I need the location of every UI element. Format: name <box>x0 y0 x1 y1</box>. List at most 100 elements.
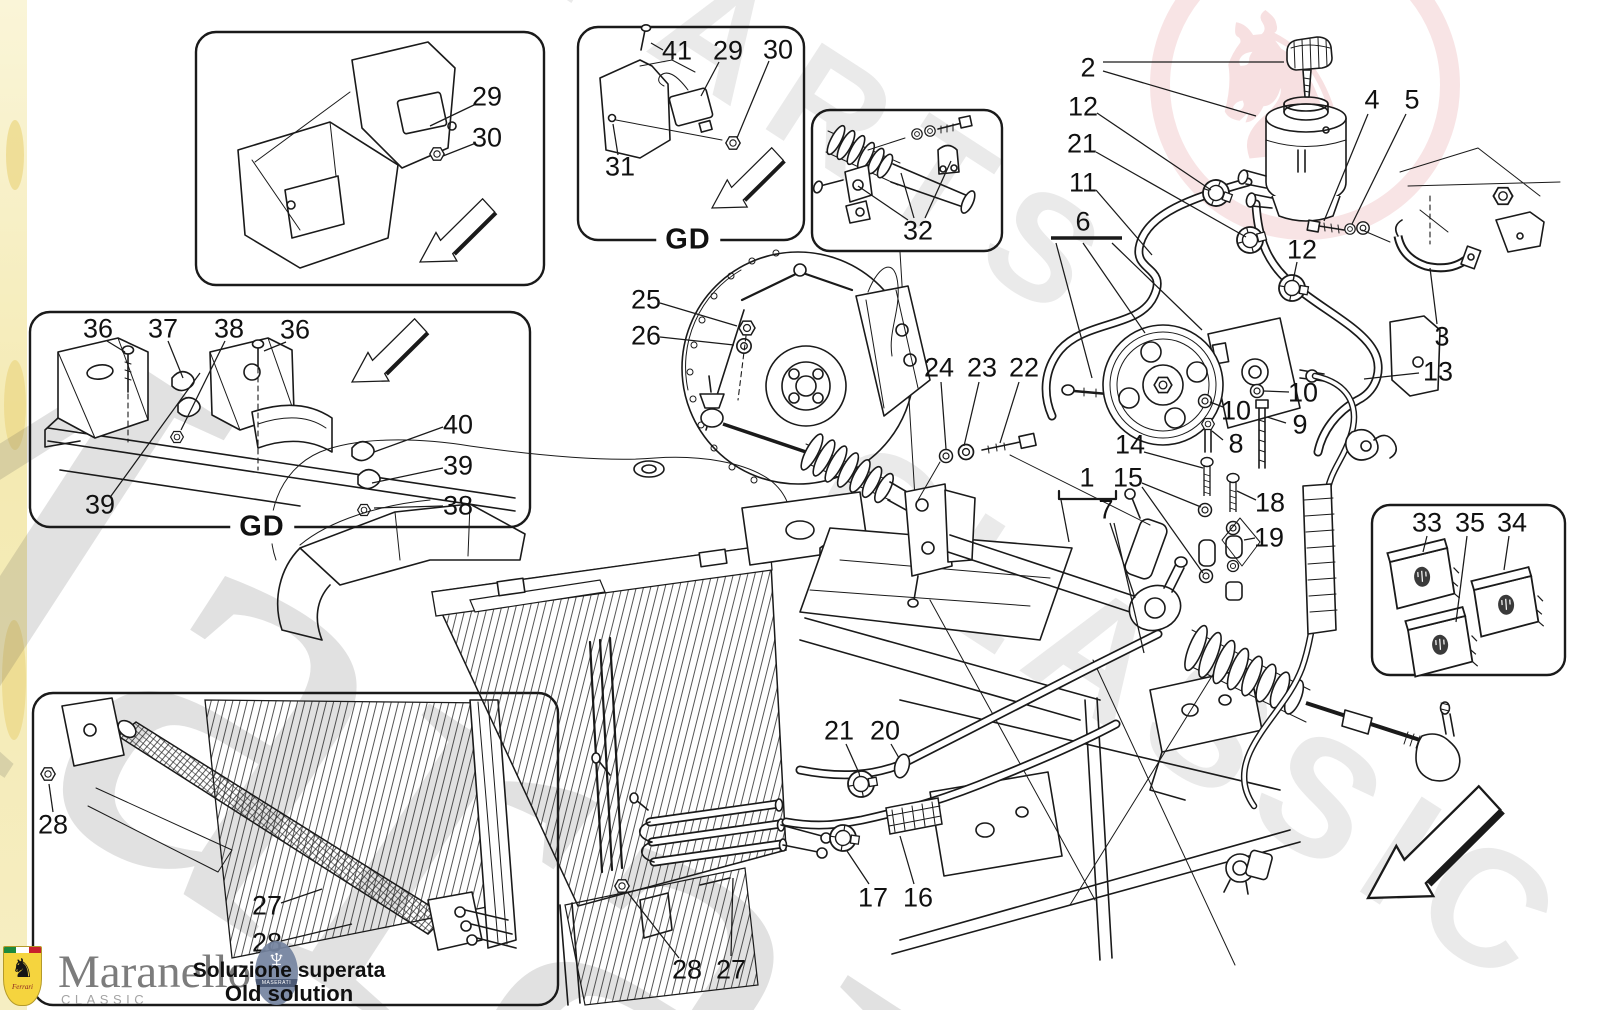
leader-line-16 <box>899 835 915 885</box>
part-callout-25: 25 <box>630 284 662 315</box>
part-callout-16: 16 <box>902 882 934 913</box>
leader-line-33 <box>1422 535 1428 553</box>
part-callout-27: 27 <box>251 890 283 921</box>
part-callout-38: 38 <box>442 490 474 521</box>
part-callout-30: 30 <box>471 122 503 153</box>
part-callout-31: 31 <box>604 151 636 182</box>
pump-hardware-column <box>1197 383 1269 601</box>
tie-rod-hardware <box>736 320 1151 526</box>
part-callout-9: 9 <box>1292 409 1308 440</box>
leader-line-26 <box>659 336 735 346</box>
part-callout-33: 33 <box>1411 507 1443 538</box>
reservoir-bracket-hardware <box>1306 147 1561 273</box>
leader-line-29 <box>429 103 477 127</box>
leader-line-12 <box>1292 261 1298 282</box>
part-callout-6: 6 <box>1075 206 1091 237</box>
leader-line-7 <box>1113 522 1145 654</box>
leader-line-36 <box>106 340 126 353</box>
leader-line-21 <box>1095 151 1247 238</box>
leader-line-32 <box>857 185 909 221</box>
leader-line-2 <box>1102 70 1257 117</box>
leader-line-12 <box>1096 112 1212 191</box>
maserati-badge-label: MASERATI <box>255 979 298 987</box>
leader-line-9 <box>1266 416 1287 424</box>
part-callout-18: 18 <box>1254 487 1286 518</box>
inset-box-gd-left <box>28 310 532 529</box>
trident-icon: ♆ <box>265 944 288 977</box>
part-callout-14: 14 <box>1114 429 1146 460</box>
part-callout-30: 30 <box>762 34 794 65</box>
leader-line-30 <box>442 142 477 157</box>
part-callout-15: 15 <box>1112 462 1144 493</box>
part-callout-37: 37 <box>147 313 179 344</box>
leader-line-28 <box>280 923 353 942</box>
italian-stripes <box>4 947 41 953</box>
leader-line-19 <box>1243 537 1256 541</box>
group-label-gd-top: GD <box>656 223 720 257</box>
part-callout-39: 39 <box>84 489 116 520</box>
part-callout-29: 29 <box>471 81 503 112</box>
leader-line-24 <box>940 381 947 450</box>
leader-line-6 <box>1111 242 1203 331</box>
leader-line-23 <box>963 381 980 447</box>
leader-line-29 <box>700 61 720 97</box>
part-callout-29: 29 <box>712 35 744 66</box>
speed-sensor <box>1223 849 1273 895</box>
leader-line-41 <box>650 42 664 51</box>
part-callout-23: 23 <box>966 352 998 383</box>
reservoir-assembly <box>1237 36 1347 222</box>
part-callout-20: 20 <box>869 715 901 746</box>
left-yellow-watermark-band <box>0 0 27 1010</box>
part-callout-1: 1 <box>1079 462 1095 493</box>
leader-line-38 <box>180 340 226 431</box>
leader-line-35 <box>1455 535 1468 623</box>
shield-label: Ferrari <box>12 983 33 991</box>
leader-line-31 <box>612 123 619 156</box>
prancing-horse-icon: ♞ <box>10 953 35 983</box>
body-and-tank-silhouette <box>270 439 791 561</box>
part-callout-4: 4 <box>1364 84 1380 115</box>
leader-line-32 <box>924 160 952 219</box>
part-callout-21: 21 <box>823 715 855 746</box>
leader-line-3 <box>1429 267 1438 325</box>
leader-line-37 <box>167 340 184 379</box>
maserati-badge: ♆ MASERATI <box>255 941 298 1005</box>
leader-line-6 <box>1082 242 1146 334</box>
brake-disc-assembly <box>681 249 931 485</box>
part-callout-19: 19 <box>1253 522 1285 553</box>
part-callout-8: 8 <box>1228 428 1244 459</box>
leader-line-40 <box>373 426 444 453</box>
part-callout-32: 32 <box>902 215 934 246</box>
air-duct <box>276 503 526 641</box>
part-callout-34: 34 <box>1496 507 1528 538</box>
part-callout-2: 2 <box>1080 52 1096 83</box>
part-callout-40: 40 <box>442 409 474 440</box>
part-callout-22: 22 <box>1008 352 1040 383</box>
leader-line-18 <box>1236 490 1257 501</box>
leader-line-28 <box>48 783 54 813</box>
leader-line-25 <box>659 302 738 327</box>
power-steering-pump <box>1061 317 1325 446</box>
leader-line-22 <box>999 381 1020 444</box>
inset-box-shim-kits <box>1370 503 1567 678</box>
leader-line-20 <box>890 743 900 759</box>
leader-line-34 <box>1503 535 1510 571</box>
leader-line-6 <box>1055 242 1093 379</box>
inset-box-bracket-cover <box>194 30 546 287</box>
part-callout-3: 3 <box>1434 321 1450 352</box>
leader-line-1 <box>1060 499 1070 543</box>
brand-subtitle: CLASSIC PARTS <box>61 992 149 1010</box>
part-callout-10: 10 <box>1220 395 1252 426</box>
note-old-solution-en: Old solution <box>224 981 354 1006</box>
leader-line-15 <box>1141 486 1204 574</box>
ferrari-shield-logo: ♞ Ferrari <box>3 946 42 1006</box>
part-callout-24: 24 <box>923 352 955 383</box>
part-callout-21: 21 <box>1066 128 1098 159</box>
part-callout-36: 36 <box>279 314 311 345</box>
part-callout-41: 41 <box>661 35 693 66</box>
leader-line-15 <box>1141 482 1202 508</box>
part-callout-35: 35 <box>1454 507 1486 538</box>
leader-line-36 <box>263 341 287 352</box>
